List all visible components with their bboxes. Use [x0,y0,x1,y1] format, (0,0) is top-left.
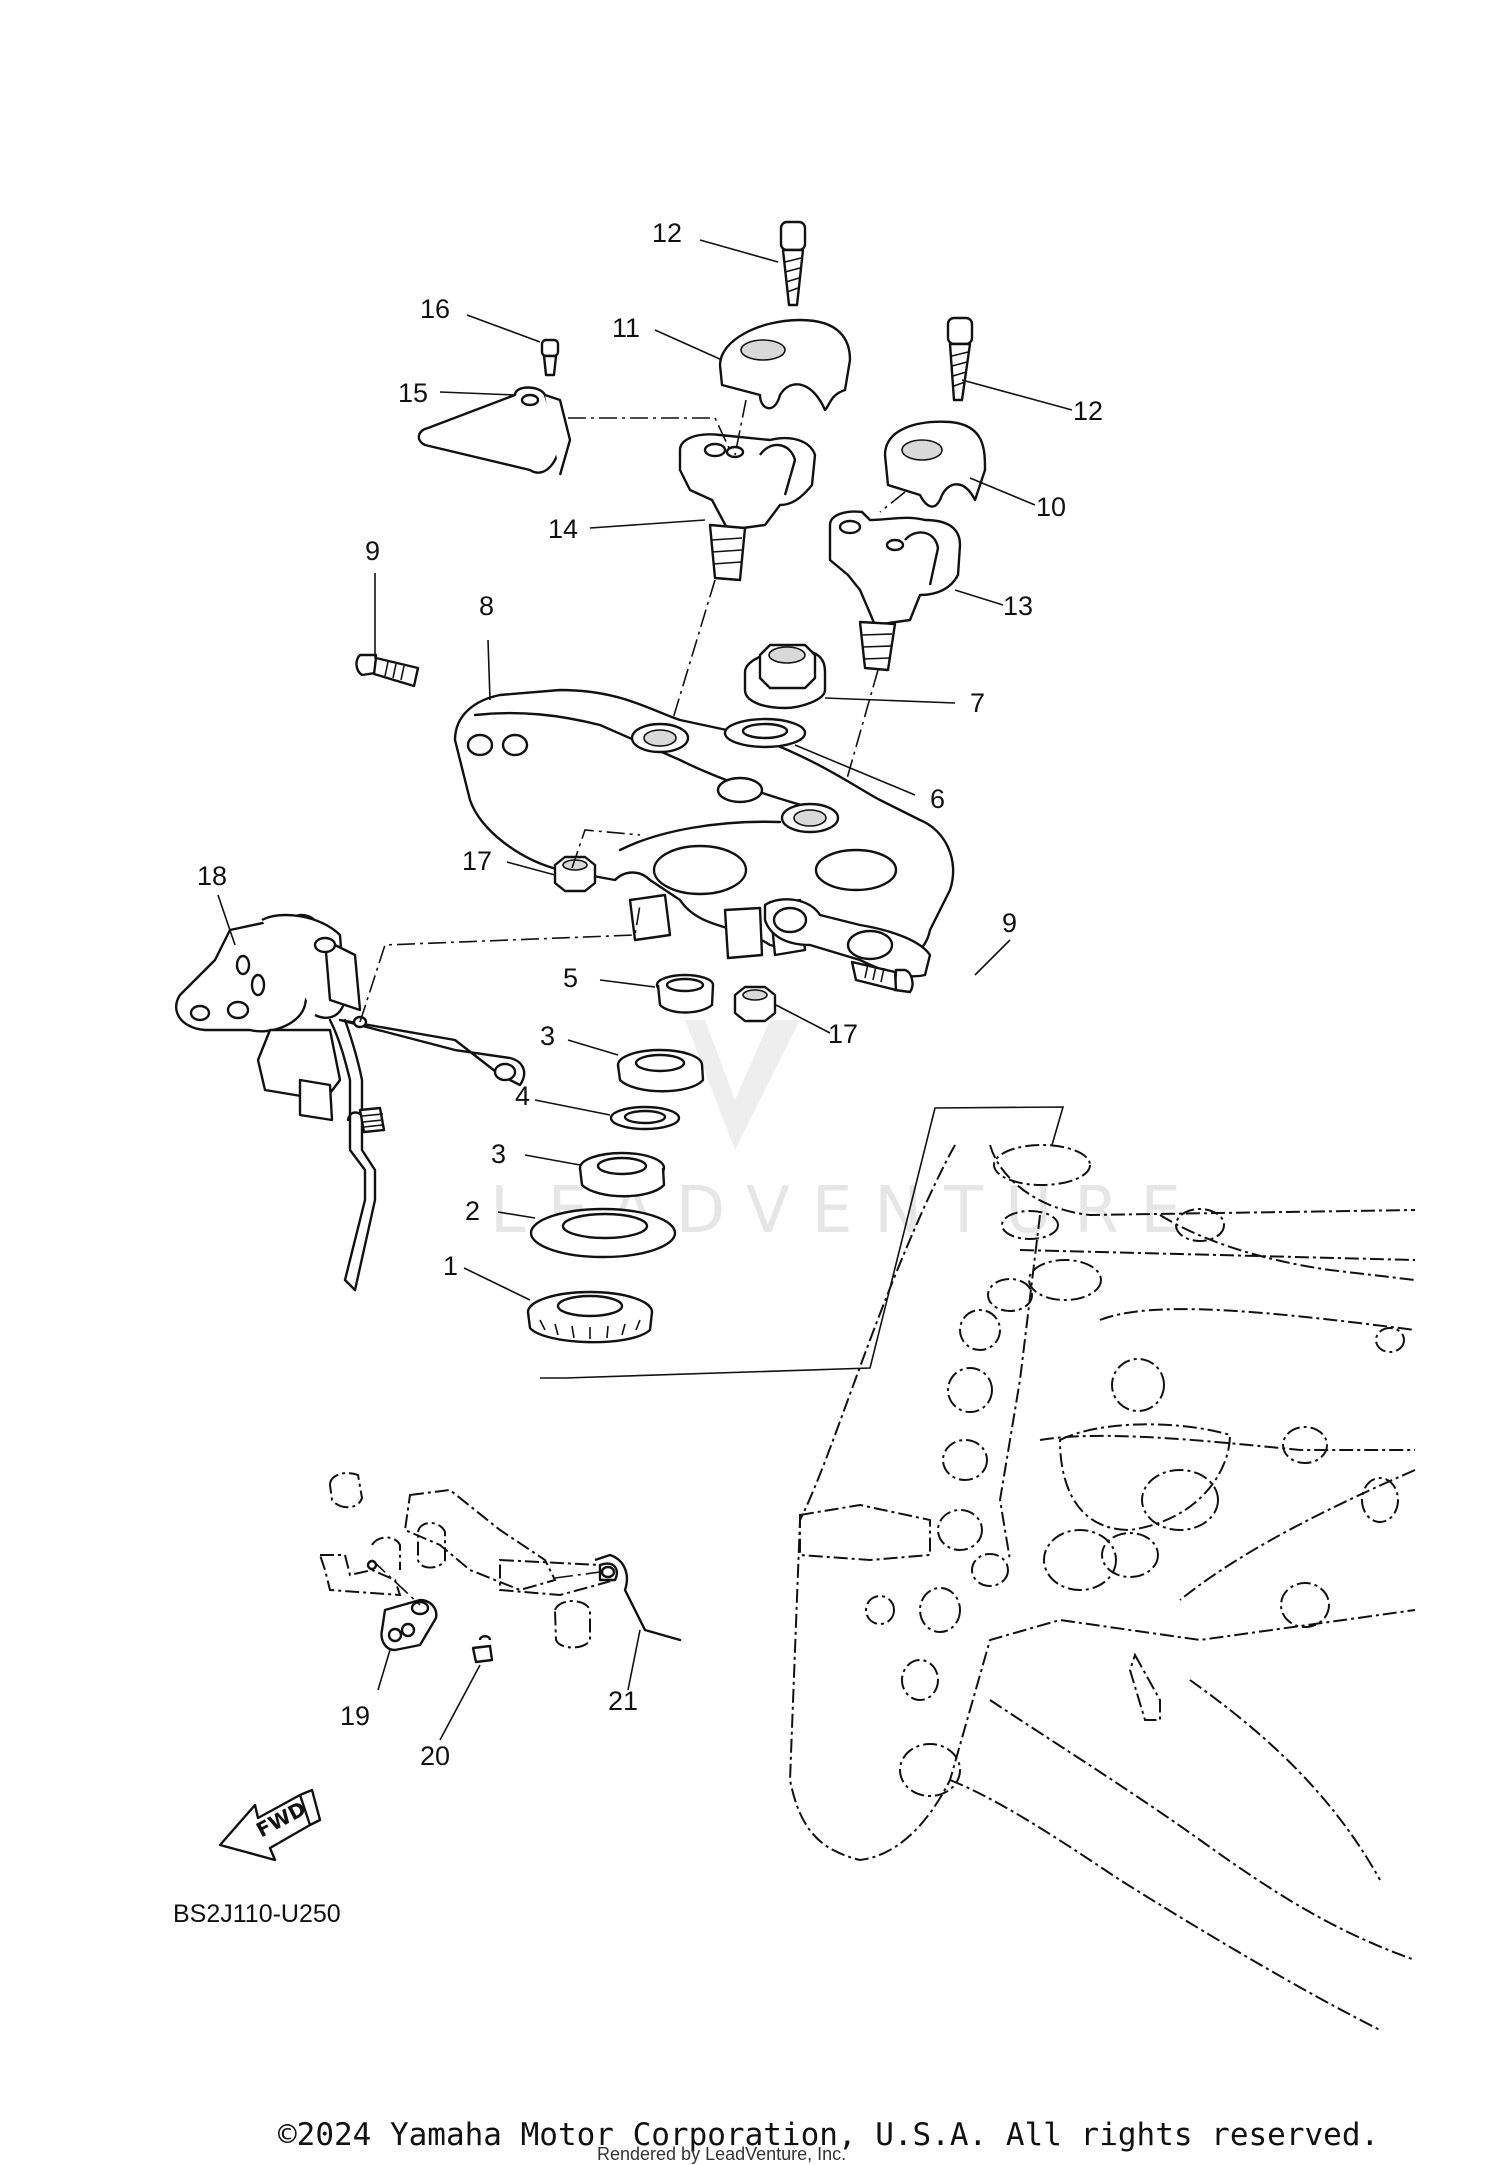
callout-12: 12 [652,218,682,248]
ring-nut-3-lower [578,1151,666,1198]
alignment-line [837,669,879,811]
copyright-notice: ©2024 Yamaha Motor Corporation, U.S.A. A… [278,2117,1379,2153]
callout-5: 5 [563,963,578,993]
callout-12: 12 [1073,396,1103,426]
callout-11: 11 [612,313,640,343]
alignment-line [359,904,641,1023]
assembly-bracket-line [564,1106,1065,1379]
bracket-18 [174,913,526,1292]
pinch-bolt-9-left [355,653,420,688]
lower-handlebar-holder-13 [828,510,962,672]
ring-nut-3-upper [616,1048,705,1093]
bracket-15 [417,386,572,476]
washer-6 [723,717,807,749]
nut-17-left [553,855,597,893]
callout-8: 8 [479,591,494,621]
fwd-arrow-icon: FWD [218,1788,322,1862]
alignment-line [734,399,747,456]
callout-17: 17 [462,846,492,876]
bolt-12-left [779,220,807,307]
alignment-line [371,1559,421,1606]
callout-1: 1 [443,1251,458,1281]
steering-stem-nut-7 [743,643,827,710]
callout-16: 16 [420,294,450,324]
callout-19: 19 [340,1701,370,1731]
bearing-1 [526,1290,654,1344]
alignment-line [879,491,906,513]
callout-6: 6 [930,784,945,814]
callout-9: 9 [1002,908,1017,938]
callout-17: 17 [828,1019,858,1049]
callout-3: 3 [491,1139,506,1169]
callout-7: 7 [970,688,985,718]
callout-21: 21 [608,1686,638,1716]
callout-2: 2 [465,1196,480,1226]
callout-13: 13 [1003,591,1033,621]
diagram-code: BS2J110-U250 [173,1900,341,1928]
alignment-line [664,579,716,746]
bolt-16 [540,338,560,377]
callout-10: 10 [1036,492,1066,522]
callout-4: 4 [515,1081,530,1111]
upper-bracket-8 [453,688,955,978]
alignment-line [568,417,731,451]
pinch-bolt-9-right [850,960,914,994]
upper-handlebar-holder-11 [718,318,852,412]
lower-handlebar-holder-14 [678,433,817,582]
alignment-line [571,829,641,869]
callout-9: 9 [365,536,380,566]
nut-17-right [733,985,777,1023]
frame-head-pipe [788,1144,1416,2031]
callout-3: 3 [540,1021,555,1051]
collar-5 [655,973,715,1014]
dust-cover-2 [529,1207,677,1259]
bolt-12-right [946,316,974,402]
washer-4 [609,1105,681,1131]
callout-15: 15 [398,378,428,408]
callout-14: 14 [548,514,578,544]
callout-labels: 12 16 11 15 12 10 14 9 13 8 7 6 17 18 9 … [197,218,1103,1771]
alignment-line [554,1571,601,1579]
callout-20: 20 [420,1741,450,1771]
upper-handlebar-holder-10 [883,420,987,508]
sensor-bracket-area [318,1472,682,1664]
leader-lines [217,239,1073,1741]
rendered-by-notice: Rendered by LeadVenture, Inc. [597,2144,846,2164]
callout-18: 18 [197,861,227,891]
